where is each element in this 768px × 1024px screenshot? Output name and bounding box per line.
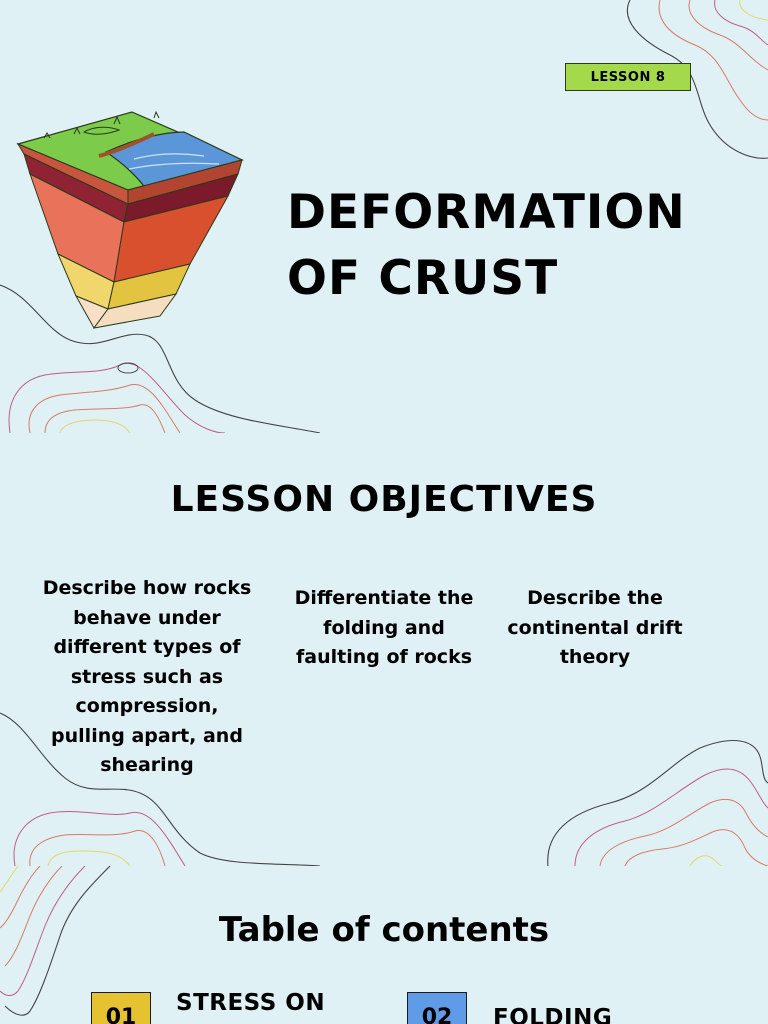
table-of-contents-slide: Table of contents 01 STRESS ON 02 FOLDIN… xyxy=(0,866,768,1024)
objective-text: Differentiate the folding and faulting o… xyxy=(294,587,474,668)
toc-number-badge: 02 xyxy=(407,992,467,1024)
earth-layers-illustration xyxy=(16,110,244,329)
objectives-slide: LESSON OBJECTIVES Describe how rocks beh… xyxy=(0,433,768,866)
toc-number-badge: 01 xyxy=(91,992,151,1024)
objectives-heading: LESSON OBJECTIVES xyxy=(170,479,598,520)
title-slide: LESSON 8 DEFORMATION OF CRUST xyxy=(0,0,768,433)
objective-text: Describe the continental drift theory xyxy=(507,587,683,668)
title-line-1: DEFORMATION xyxy=(287,185,686,240)
toc-item-label[interactable]: FOLDING xyxy=(493,1005,613,1024)
objective-text: Describe how rocks behave under differen… xyxy=(42,577,252,776)
title-line-2: OF CRUST xyxy=(287,251,559,306)
toc-item-label[interactable]: STRESS ON xyxy=(176,990,326,1016)
contour-lines-decoration xyxy=(547,739,768,866)
toc-heading: Table of contents xyxy=(218,910,550,950)
lesson-badge: LESSON 8 xyxy=(565,63,691,91)
page-title: DEFORMATION OF CRUST xyxy=(287,180,757,312)
